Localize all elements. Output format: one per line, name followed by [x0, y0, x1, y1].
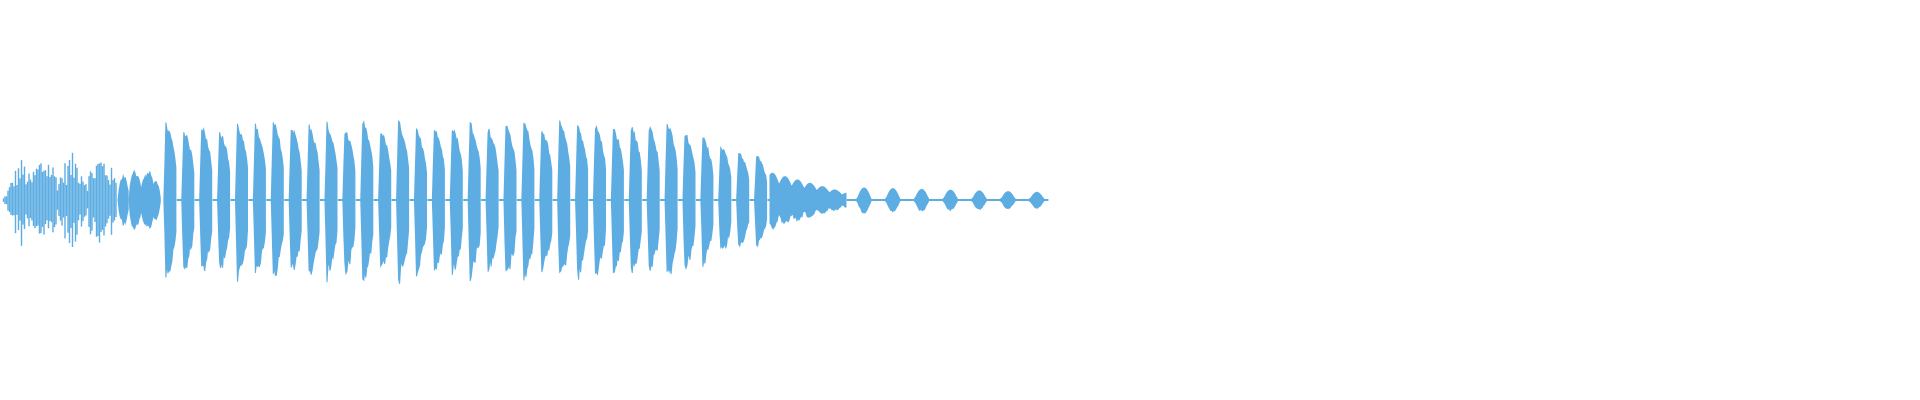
waveform-blip — [942, 189, 958, 212]
waveform-blip — [885, 188, 901, 213]
waveform-pulse — [324, 121, 338, 283]
waveform-pulse — [217, 132, 231, 268]
waveform-pulse — [610, 128, 624, 274]
waveform-fade — [769, 172, 847, 230]
waveform-pulse — [646, 126, 660, 271]
waveform-pulse — [306, 124, 320, 275]
waveform-pulse — [539, 131, 553, 273]
waveform-pulse — [736, 153, 750, 248]
waveform-blip — [1029, 191, 1045, 209]
waveform-blip — [971, 190, 987, 211]
waveform-pulse — [503, 125, 517, 272]
waveform-pulse — [449, 129, 463, 275]
waveform-pulse — [754, 156, 768, 248]
waveform-pulse — [360, 120, 374, 282]
waveform-pulse — [181, 132, 195, 270]
waveform-pulse — [288, 129, 302, 270]
waveform-burst — [130, 174, 142, 227]
waveform-pulse — [593, 125, 606, 276]
waveform-pulse — [521, 122, 535, 281]
waveform-blip — [914, 188, 929, 212]
waveform-pulse — [557, 120, 571, 274]
waveform-pulse — [485, 128, 499, 272]
waveform-pulse — [270, 122, 284, 276]
waveform-pulse — [396, 119, 410, 284]
waveform-pulse — [718, 145, 732, 250]
waveform-pulse — [467, 121, 481, 282]
waveform-pulse — [628, 127, 642, 274]
waveform-pulse — [700, 137, 714, 267]
waveform-pulse — [235, 123, 248, 282]
waveform-blip — [1000, 191, 1016, 210]
waveform-pulse — [414, 128, 427, 277]
waveform-shape — [2, 119, 1049, 284]
waveform-pulse — [682, 134, 696, 270]
waveform-pulse — [575, 124, 589, 280]
waveform-pulse — [163, 122, 177, 278]
waveform-pulse — [664, 123, 678, 275]
waveform-pulse — [342, 132, 356, 276]
waveform-burst — [117, 173, 129, 226]
waveform-pulse — [431, 130, 445, 272]
waveform-blip — [856, 187, 872, 214]
waveform-pulse — [199, 127, 213, 272]
waveform-pulse — [378, 133, 392, 268]
waveform-burst — [143, 171, 155, 229]
waveform-pulse — [252, 123, 266, 273]
